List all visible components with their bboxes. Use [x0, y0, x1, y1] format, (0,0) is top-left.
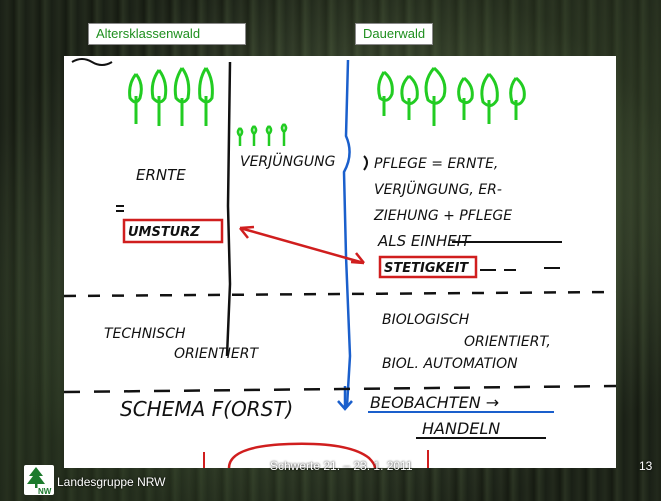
double-arrow-icon [239, 226, 365, 265]
text-biologisch: BIOLOGISCH [382, 312, 470, 328]
text-automation: BIOL. AUTOMATION [382, 356, 518, 372]
whiteboard-drawing: ERNTE VERJÜNGUNG UMSTURZ PFLEGE = ERNTE,… [64, 58, 616, 468]
text-verjuengung: VERJÜNGUNG [240, 152, 336, 170]
divider-blue [342, 59, 352, 407]
page-number: 13 [639, 459, 653, 473]
text-ernte: ERNTE [136, 166, 186, 184]
top-scribble [71, 58, 113, 66]
footer-event-date: Schwerte 21. – 23. 1. 2011 [270, 459, 413, 473]
text-beobachten: BEOBACHTEN → [370, 393, 499, 412]
text-stetigkeit: STETIGKEIT [384, 261, 469, 276]
divider-black [225, 61, 232, 357]
trees-young [236, 123, 288, 146]
dashed-divider-1 [64, 290, 616, 298]
nrw-logo: NW [24, 465, 54, 495]
text-umsturz: UMSTURZ [128, 225, 200, 240]
text-pflege-line4: ALS EINHEIT [377, 232, 472, 250]
text-pflege-line3: ZIEHUNG + PFLEGE [373, 208, 512, 224]
text-pflege-line1: PFLEGE = ERNTE, [374, 156, 498, 172]
text-schema: SCHEMA F(ORST) [120, 397, 293, 421]
trees-left [128, 67, 214, 126]
equals-mark [116, 205, 124, 212]
red-oval [227, 442, 377, 468]
label-dauerwald: Dauerwald [355, 23, 434, 45]
tree-logo-icon: NW [27, 467, 52, 495]
stetigkeit-highlight [378, 255, 478, 279]
umsturz-highlight [122, 218, 224, 244]
whiteboard-image: ERNTE VERJÜNGUNG UMSTURZ PFLEGE = ERNTE,… [64, 56, 616, 468]
label-altersklassenwald: Altersklassenwald [88, 23, 246, 45]
text-technisch: TECHNISCH [104, 326, 186, 342]
text-pflege-line2: VERJÜNGUNG, ER- [374, 180, 502, 198]
logo-text: NW [38, 487, 52, 495]
text-orientiert-right: ORIENTIERT, [464, 334, 551, 350]
trees-right [377, 66, 526, 126]
text-orientiert-left: ORIENTIERT [174, 346, 259, 362]
bracket [363, 155, 368, 171]
dashed-divider-2 [64, 384, 616, 394]
footer-organization: Landesgruppe NRW [57, 475, 166, 489]
text-handeln: HANDELN [422, 419, 500, 438]
